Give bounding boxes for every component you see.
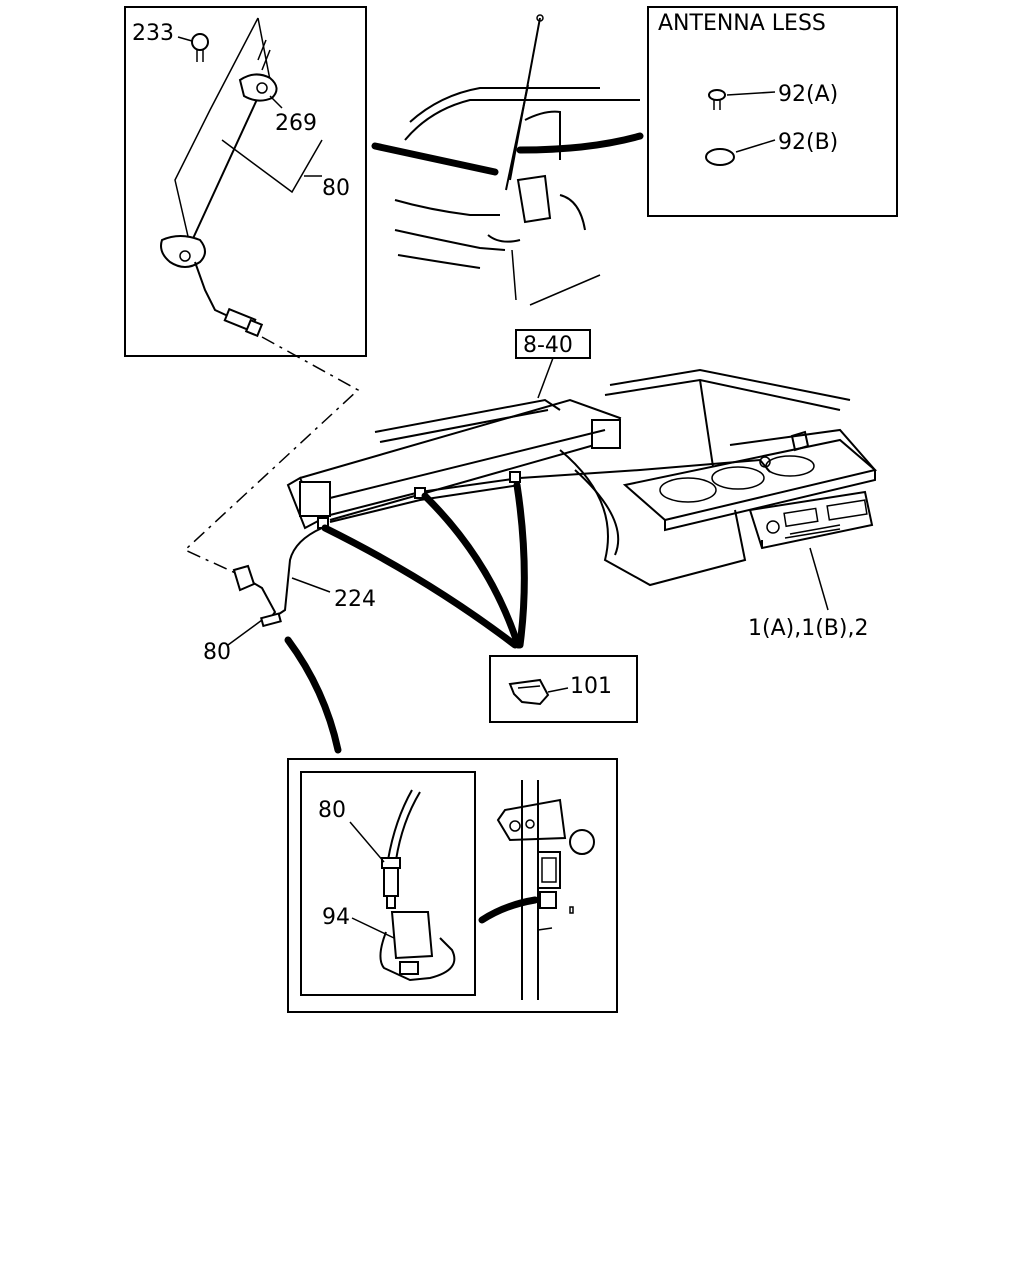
lower-detail-box: 80 94 — [287, 758, 618, 1013]
label-101: 101 — [570, 674, 612, 699]
leader-fender-right — [516, 132, 644, 154]
vehicle-fender-view — [394, 14, 640, 306]
leader-lower-detail — [284, 636, 342, 754]
label-92a: 92(A) — [778, 82, 838, 107]
ref-8-40: 8-40 — [515, 329, 591, 399]
leader-clip-2 — [421, 492, 522, 649]
antenna-cable: 224 80 1(A),1(B),2 — [203, 527, 868, 665]
label-80-top: 80 — [322, 176, 350, 201]
label-94: 94 — [322, 905, 350, 930]
label-92b: 92(B) — [778, 130, 838, 155]
label-80-mid: 80 — [203, 640, 231, 665]
antenna-detail-box: 233 269 80 — [124, 6, 367, 357]
clip-box: 101 — [489, 655, 638, 723]
antenna-less-title: ANTENNA LESS — [658, 11, 826, 36]
dashboard-assembly — [286, 368, 878, 587]
label-269: 269 — [275, 111, 317, 136]
label-233: 233 — [132, 21, 174, 46]
leader-clip-3 — [513, 481, 528, 649]
leader-fender-left — [371, 142, 499, 176]
connector-leader — [183, 336, 360, 576]
leader-pillar — [478, 896, 539, 924]
label-224: 224 — [334, 587, 376, 612]
label-80-inset: 80 — [318, 798, 346, 823]
label-1a-1b-2: 1(A),1(B),2 — [748, 616, 868, 641]
antenna-less-box: ANTENNA LESS 92(A) 92(B) — [647, 6, 898, 217]
leader-clip-1 — [321, 524, 519, 649]
label-8-40: 8-40 — [523, 333, 573, 358]
